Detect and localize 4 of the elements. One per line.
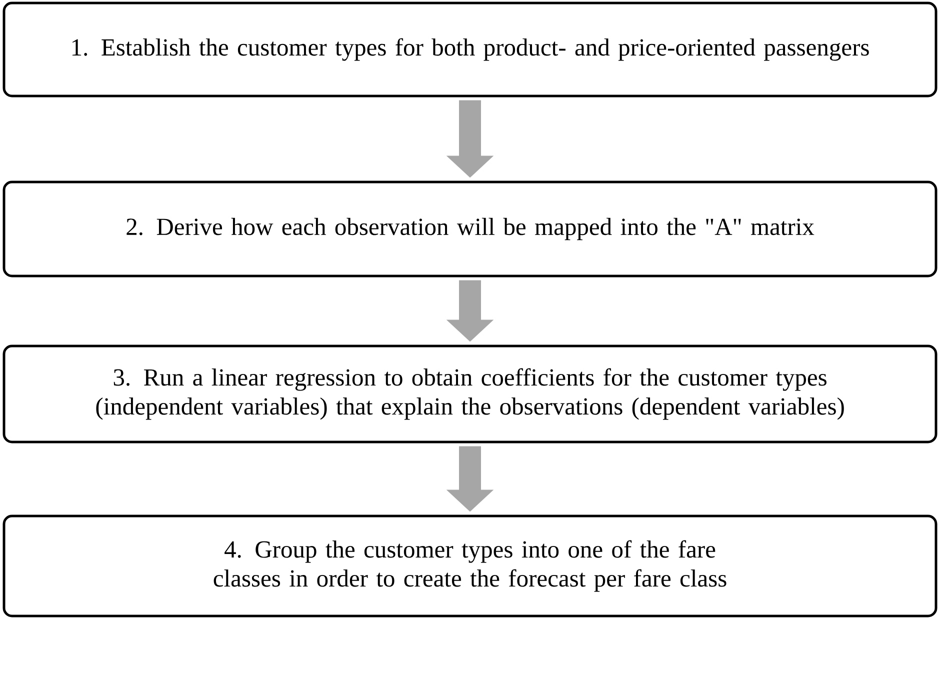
process-box: 2. Derive how each observation will be mapped into the "A" matrix: [2, 180, 938, 278]
process-box: 3. Run a linear regression to obtain coefficients for the customer types (independent variables) that explain the observations (dependent variables): [2, 344, 938, 444]
process-box: 4. Group the customer types into one of the fare classes in order to create the forecast per fare class: [2, 514, 938, 618]
process-box: 1. Establish the customer types for both product- and price-oriented passengers: [2, 2, 938, 98]
